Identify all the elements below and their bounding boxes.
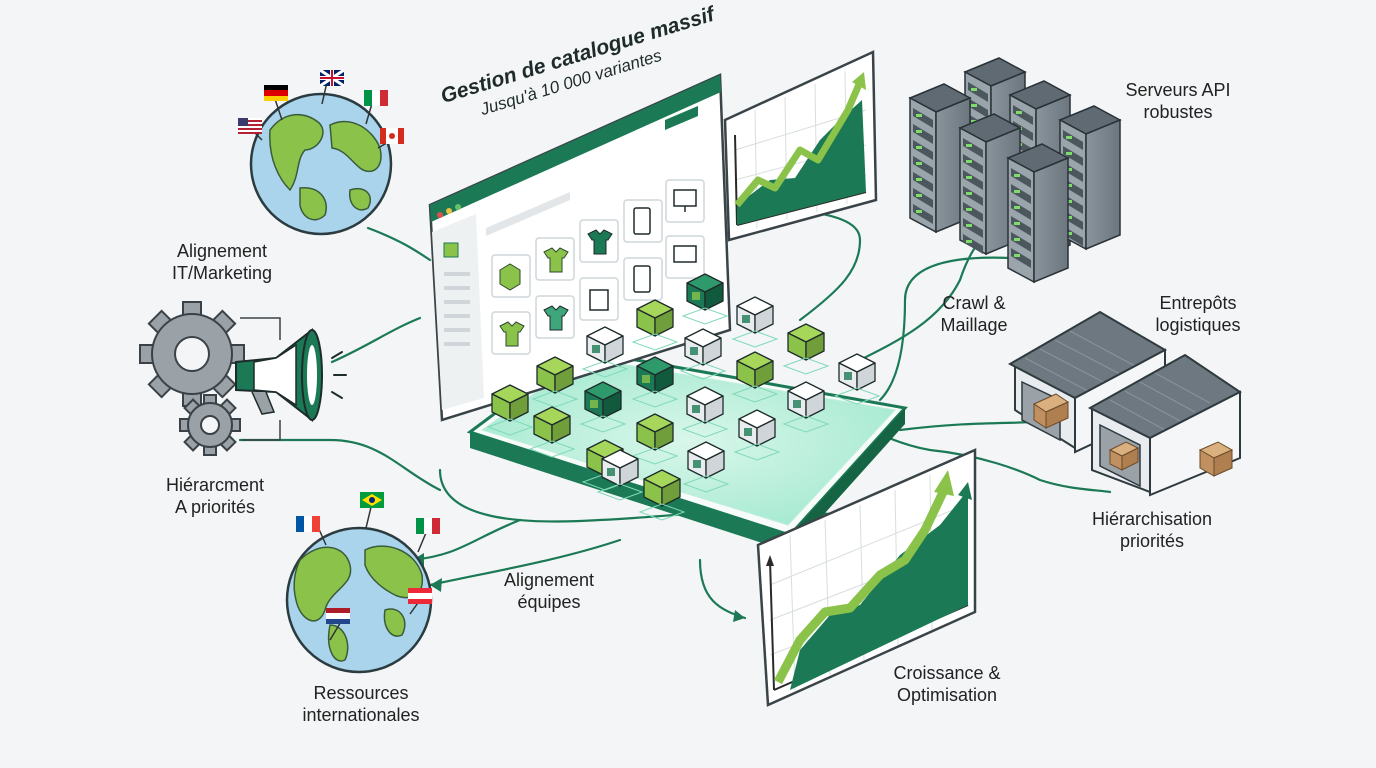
product-cube [531, 356, 579, 408]
label-alignement-equipes: Alignement équipes [503, 570, 595, 612]
label-croissance-optimisation: Croissance & Optimisation [893, 663, 1001, 705]
warehouse-icon [1007, 310, 1242, 497]
label-alignement-it-marketing: Alignement IT/Marketing [171, 241, 273, 283]
label-crawl-maillage: Crawl & Maillage [940, 293, 1008, 335]
product-cube [679, 328, 727, 380]
product-cube [528, 406, 576, 458]
shopping-bag-icon [443, 242, 459, 258]
product-cube [782, 381, 830, 433]
product-cube [581, 326, 629, 378]
globe-icon-bottom [285, 492, 440, 674]
growth-chart-icon-large [756, 448, 977, 707]
label-ressources-internationales: Ressources internationales [302, 683, 420, 725]
server-rack-icon [908, 57, 1122, 284]
label-entrepots-logistiques: Entrepôts logistiques [1155, 293, 1241, 335]
product-cube [579, 381, 627, 433]
globe-icon-top [238, 68, 404, 236]
product-cubes [486, 273, 881, 521]
product-cube [631, 299, 679, 351]
product-cube [681, 386, 729, 438]
product-cube [833, 353, 881, 405]
product-cube [631, 413, 679, 465]
product-cube [681, 273, 729, 325]
label-hierarchisation-priorites: Hiérarchisation priorités [1091, 509, 1213, 551]
server-rack [1006, 143, 1070, 284]
label-hierarcment-priorites: Hiérarcment A priorités [165, 475, 265, 517]
gear-icon [139, 301, 281, 456]
megaphone-icon [235, 327, 347, 423]
product-cube [782, 323, 830, 375]
product-cube [596, 449, 644, 501]
product-cube [631, 356, 679, 408]
growth-chart-icon-small [723, 50, 878, 242]
product-cube [731, 351, 779, 403]
product-cube [731, 296, 779, 348]
server-rack [1058, 105, 1122, 251]
product-cube [486, 384, 534, 436]
label-serveurs-api: Serveurs API robustes [1125, 80, 1231, 122]
product-cube [638, 469, 686, 521]
product-cube [733, 409, 781, 461]
product-cube [682, 441, 730, 493]
